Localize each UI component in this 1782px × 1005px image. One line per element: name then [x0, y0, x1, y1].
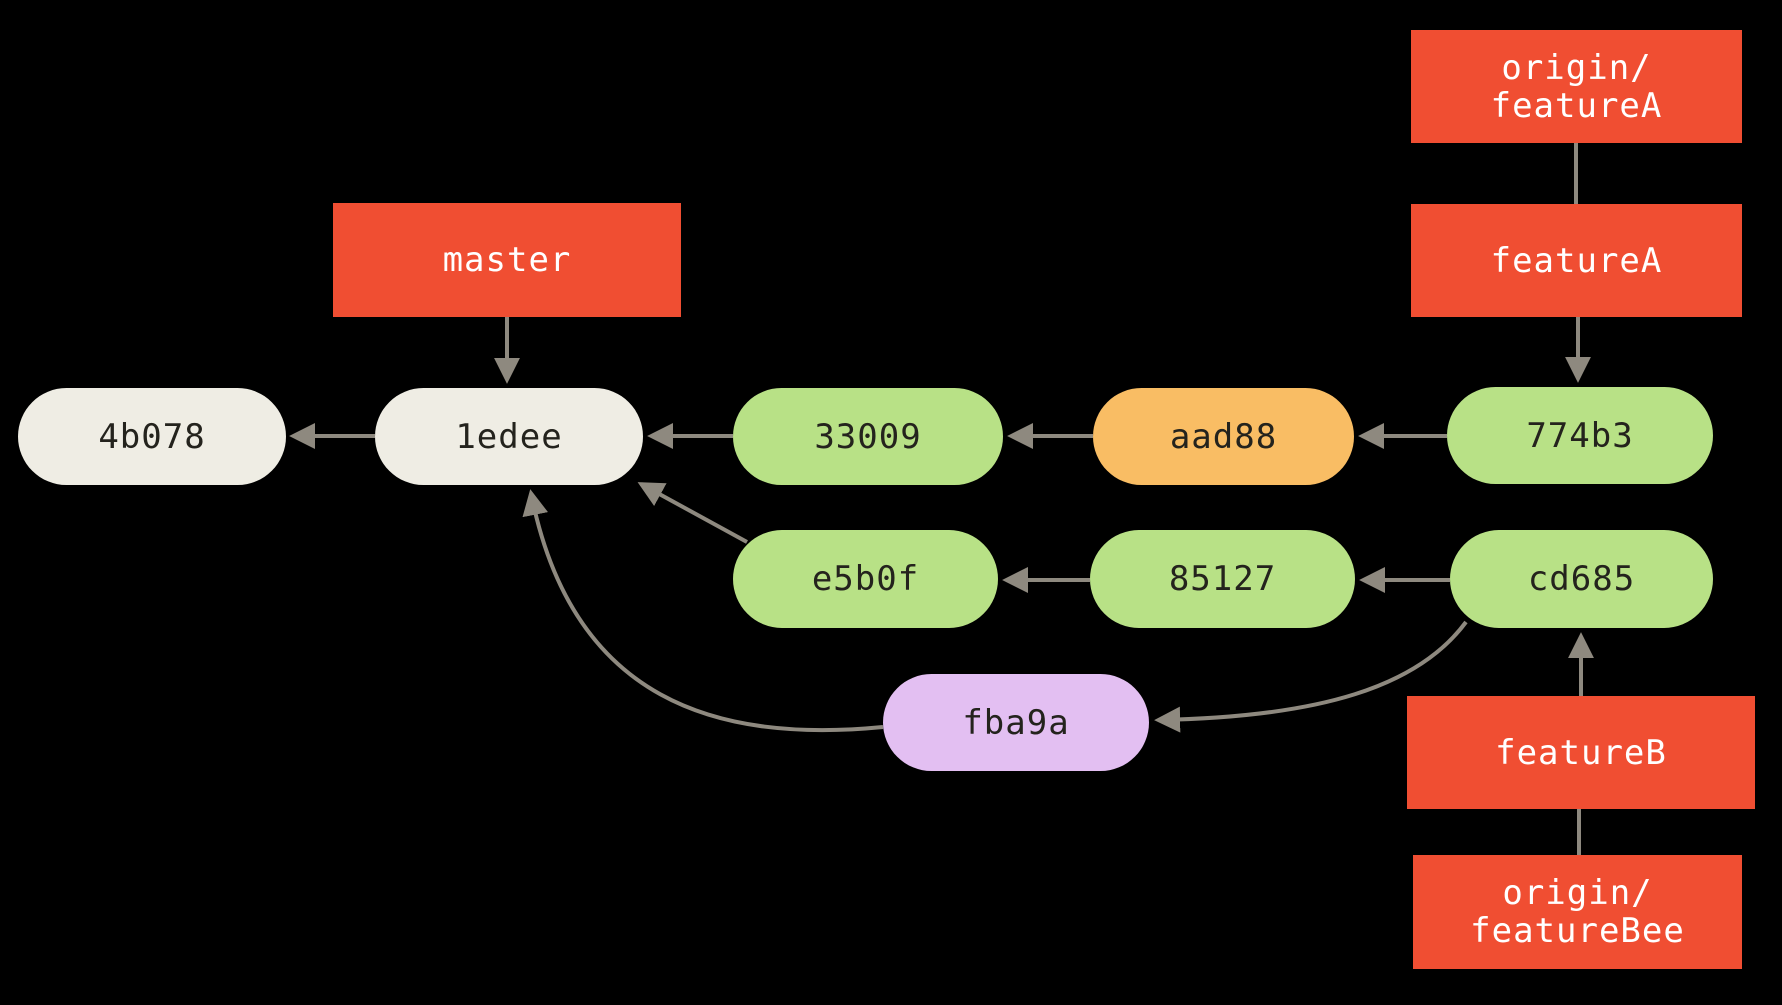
commit-4b078-label: 4b078 — [98, 416, 206, 457]
commit-1edee-label: 1edee — [455, 416, 563, 457]
branch-label-origin-featureBee: origin/ featureBee — [1470, 873, 1685, 951]
branch-box-featureB: featureB — [1407, 696, 1755, 809]
commit-774b3-label: 774b3 — [1526, 415, 1634, 456]
branch-box-origin-featureBee: origin/ featureBee — [1413, 855, 1742, 969]
commit-1edee: 1edee — [375, 388, 643, 485]
edge-fba9a-1edee — [522, 489, 884, 733]
commit-cd685: cd685 — [1450, 530, 1713, 628]
commit-e5b0f-label: e5b0f — [811, 559, 920, 599]
commit-774b3: 774b3 — [1447, 387, 1713, 484]
commit-fba9a-label: fba9a — [962, 702, 1070, 743]
edge-group — [289, 143, 1594, 855]
branch-label-featureA: featureA — [1490, 240, 1663, 281]
branch-box-origin-featureA: origin/ featureA — [1411, 30, 1742, 143]
commit-aad88-label: aad88 — [1169, 416, 1278, 457]
branch-label-origin-featureA: origin/ featureA — [1490, 47, 1663, 126]
branch-label-master: master — [442, 240, 572, 280]
commit-cd685-label: cd685 — [1527, 559, 1636, 599]
edge-e5b0f-1edee — [637, 482, 748, 544]
commit-4b078: 4b078 — [18, 388, 286, 485]
commit-fba9a: fba9a — [883, 674, 1149, 771]
commit-85127: 85127 — [1090, 530, 1355, 628]
commit-85127-label: 85127 — [1168, 559, 1277, 599]
branch-box-featureA: featureA — [1411, 204, 1742, 317]
branch-box-master: master — [333, 203, 681, 317]
commit-33009-label: 33009 — [814, 416, 922, 457]
commit-33009: 33009 — [733, 388, 1003, 485]
commit-aad88: aad88 — [1093, 388, 1354, 485]
edge-cd685-fba9a — [1154, 620, 1468, 733]
branch-label-featureB: featureB — [1495, 732, 1667, 773]
commit-e5b0f: e5b0f — [733, 530, 998, 628]
